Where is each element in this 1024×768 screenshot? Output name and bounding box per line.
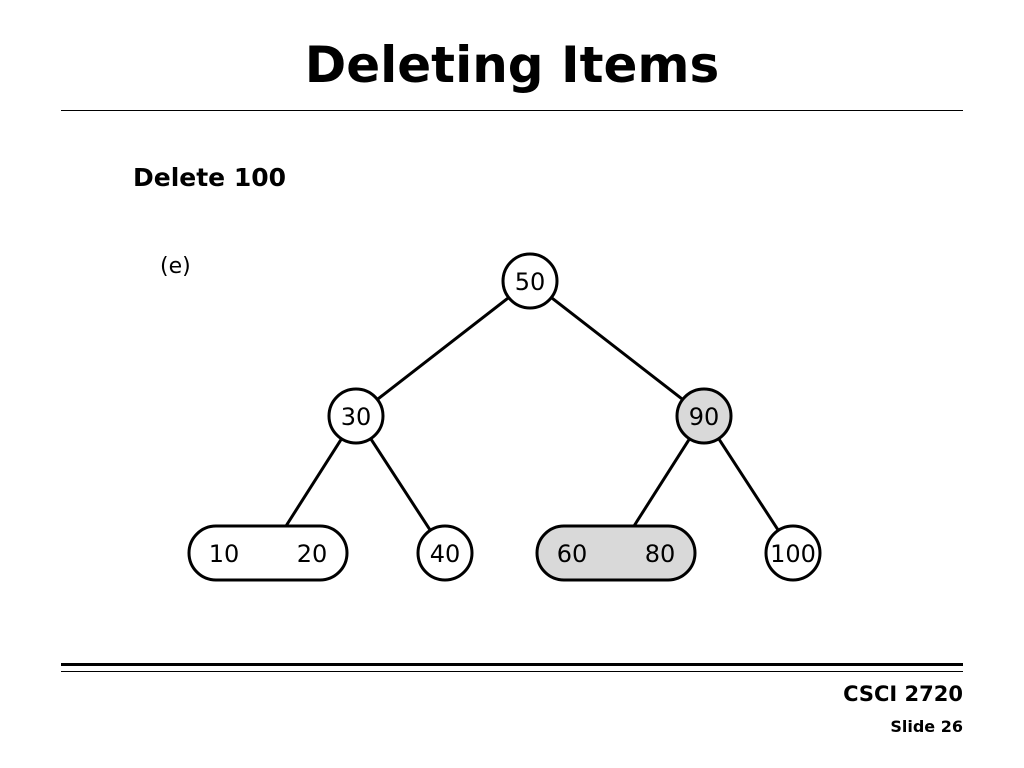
slide-number: Slide 26	[890, 717, 963, 736]
node-shape	[675, 387, 733, 445]
figure-label: (e)	[160, 254, 191, 279]
tree-node-n90: 90	[675, 387, 733, 445]
node-shape	[501, 252, 559, 310]
footer-divider-thin	[61, 671, 963, 672]
tree-node-n30: 30	[327, 387, 385, 445]
tree-nodes: 50 30 90 10 20 40 60 80 100	[187, 252, 822, 582]
node-key: 20	[297, 540, 328, 568]
tree-node-n40: 40	[416, 524, 474, 582]
node-shape	[187, 524, 349, 582]
node-key: 40	[430, 540, 461, 568]
slide-subtitle: Delete 100	[133, 163, 287, 192]
tree-edge-n90-n100	[717, 437, 780, 532]
node-shape	[416, 524, 474, 582]
slide-title: Deleting Items	[304, 36, 720, 94]
node-shape	[327, 387, 385, 445]
title-divider	[61, 110, 963, 111]
node-key: 90	[689, 403, 720, 431]
node-key: 50	[515, 268, 546, 296]
node-key: 60	[557, 540, 588, 568]
tree-edge-n30-n10-20	[284, 437, 343, 527]
tree-node-n50: 50	[501, 252, 559, 310]
tree-node-n10-20: 10 20	[187, 524, 349, 582]
node-shape	[764, 524, 822, 582]
node-shape	[535, 524, 697, 582]
tree-edges	[284, 296, 780, 532]
course-label: CSCI 2720	[843, 682, 963, 706]
tree-edge-n30-n40	[369, 437, 432, 532]
node-key: 10	[209, 540, 240, 568]
tree-node-n60-80: 60 80	[535, 524, 697, 582]
node-key: 30	[341, 403, 372, 431]
tree-node-n100: 100	[764, 524, 822, 582]
tree-edge-n90-n60-80	[632, 437, 691, 527]
tree-edge-n50-n30	[376, 296, 510, 401]
node-key: 100	[770, 540, 816, 568]
footer-divider-thick	[61, 663, 963, 666]
node-key: 80	[645, 540, 676, 568]
tree-edge-n50-n90	[550, 296, 684, 401]
